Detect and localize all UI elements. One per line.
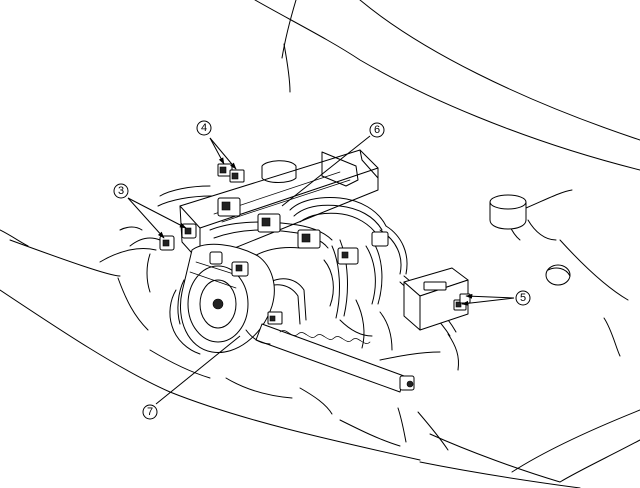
callout-3-label: 3 xyxy=(118,185,124,197)
engine-block xyxy=(117,226,449,451)
callout-4-label: 4 xyxy=(201,122,207,134)
cylinder-head xyxy=(157,149,379,263)
connector-pair-left xyxy=(99,223,197,263)
callout-6-label: 6 xyxy=(374,124,380,136)
injector-connectors xyxy=(217,197,389,265)
callout-7: 7 xyxy=(142,335,241,420)
callout-7-label: 7 xyxy=(147,406,153,418)
callout-6: 6 xyxy=(281,122,385,207)
connector-pair-top xyxy=(217,163,245,183)
injection-pump xyxy=(169,243,275,355)
callout-5-label: 5 xyxy=(520,292,526,304)
reservoir-cap xyxy=(545,264,571,286)
relay-box xyxy=(403,267,471,331)
injection-lines xyxy=(209,197,459,371)
callout-4: 4 xyxy=(196,120,237,170)
fuel-rail xyxy=(245,311,415,393)
callout-5: 5 xyxy=(461,290,531,306)
callout-3: 3 xyxy=(113,183,187,239)
fender-cap xyxy=(489,189,573,230)
